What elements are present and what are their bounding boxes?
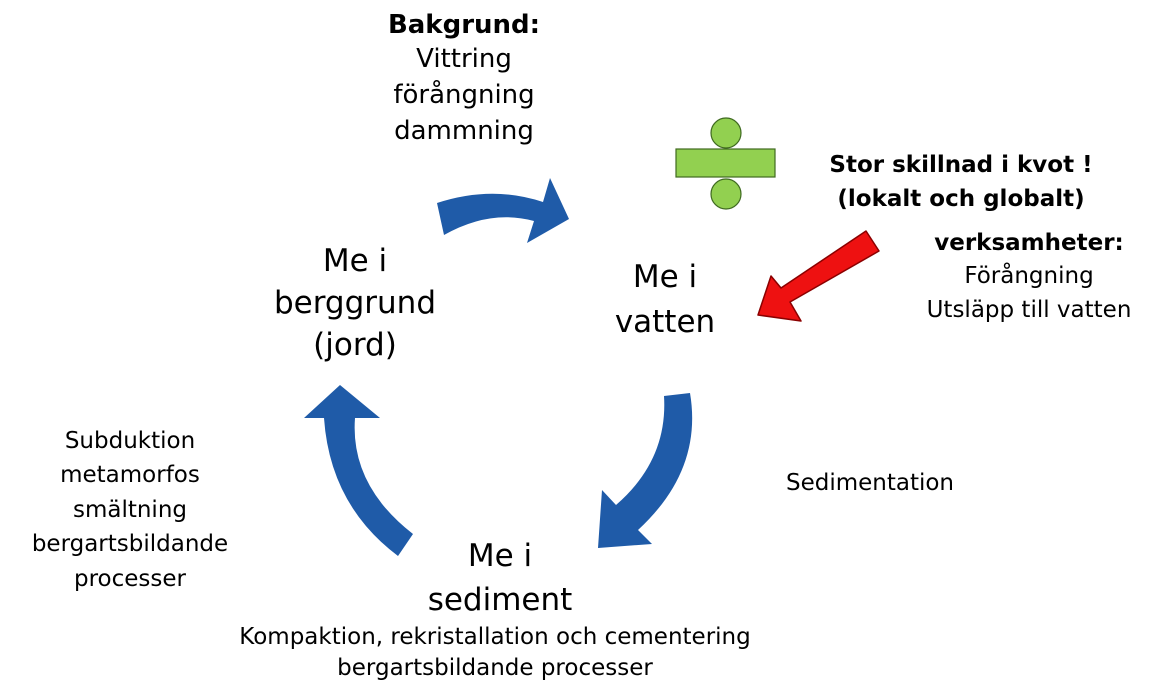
node-water-line1: Me i [632, 259, 698, 295]
subduction-line4: bergartsbildande [31, 531, 229, 557]
background-line-evaporation: förångning [393, 80, 535, 110]
node-water-line2: vatten [614, 304, 716, 340]
ratio-top-dot [710, 117, 742, 149]
activities-heading: verksamheter: [934, 230, 1124, 256]
subduction-line2: metamorfos [60, 462, 200, 488]
activities-line-discharge: Utsläpp till vatten [926, 297, 1132, 323]
background-heading: Bakgrund: [387, 10, 541, 40]
node-bedrock-line3: (jord) [313, 327, 397, 363]
node-sediment-line2: sediment [427, 582, 573, 618]
compaction-line1: Kompaktion, rekristallation och cementer… [239, 624, 751, 650]
subduction-line5: processer [74, 566, 186, 592]
cycle-arrow-sediment-to-bedrock [304, 385, 413, 556]
node-bedrock-line2: berggrund [273, 285, 437, 321]
ratio-note-line2: (lokalt och globalt) [837, 186, 1085, 212]
ratio-bar [675, 148, 776, 178]
sedimentation-label: Sedimentation [785, 470, 955, 496]
cycle-arrow-bedrock-to-water [437, 178, 569, 243]
node-sediment-line1: Me i [467, 538, 533, 574]
ratio-note-line1: Stor skillnad i kvot ! [829, 152, 1093, 178]
human-activity-arrow [757, 230, 880, 322]
subduction-line1: Subduktion [64, 428, 196, 454]
node-bedrock-line1: Me i [322, 243, 388, 279]
cycle-arrow-water-to-sediment [598, 393, 693, 548]
subduction-line3: smältning [72, 497, 188, 523]
background-line-weathering: Vittring [416, 44, 512, 74]
background-line-dusting: dammning [394, 116, 534, 146]
compaction-line2: bergartsbildande processer [337, 655, 653, 681]
ratio-bottom-dot [710, 178, 742, 210]
activities-line-evaporation: Förångning [964, 263, 1094, 289]
